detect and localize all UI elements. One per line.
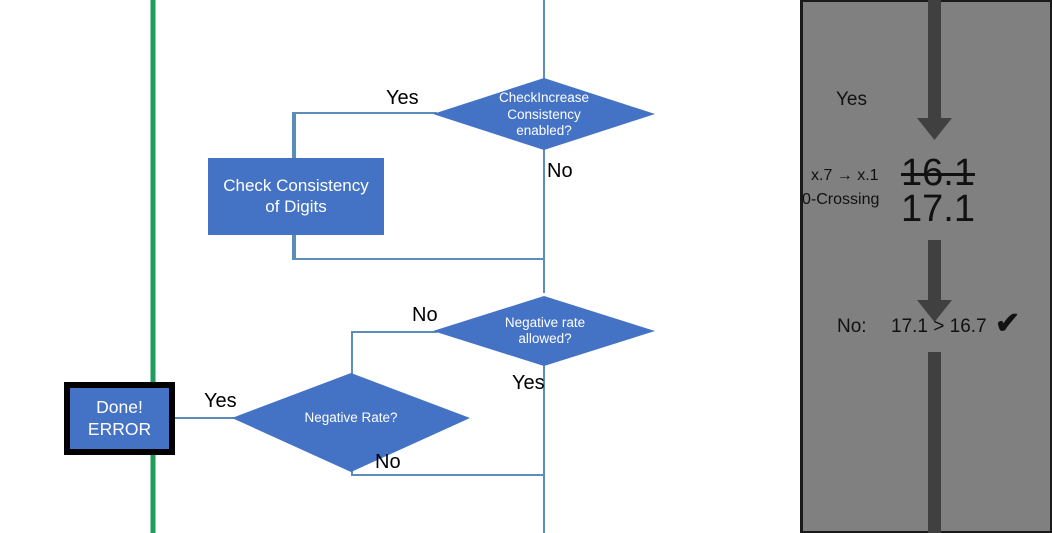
process-check-consistency-of-digits[interactable] <box>208 158 384 235</box>
edge-label-check-increase-no: No <box>547 160 573 182</box>
side-panel-background <box>800 0 1052 533</box>
panel-row2-comparison: 17.1 > 16.7 <box>891 316 987 337</box>
terminator-done-error[interactable] <box>64 382 175 455</box>
panel-value-current: 17.1 <box>901 188 975 230</box>
edge-label-negative-rate-no: No <box>375 451 401 473</box>
edge-label-negative-rate-yes: Yes <box>204 390 237 412</box>
decision-check-increase-consistency[interactable] <box>433 78 655 150</box>
panel-arrow-down-1 <box>917 0 952 140</box>
panel-caption-top: x.7 → x.1 <box>811 167 879 184</box>
panel-branch-label: Yes <box>836 89 867 110</box>
edge-label-neg-allowed-no: No <box>412 304 438 326</box>
panel-bar-bottom <box>928 352 941 533</box>
edge-label-check-increase-yes: Yes <box>386 87 419 109</box>
panel-caption-bottom: 0-Crossing <box>802 191 880 208</box>
edge-label-neg-allowed-yes: Yes <box>512 372 545 394</box>
panel-row2-label: No: <box>837 316 867 337</box>
panel-arrow-down-2 <box>917 240 952 322</box>
decision-negative-rate[interactable] <box>232 373 470 472</box>
decision-negative-rate-allowed[interactable] <box>433 296 655 366</box>
panel-value-struck: 16.1 <box>901 152 975 194</box>
panel-row2-check-icon: ✔ <box>995 307 1021 340</box>
